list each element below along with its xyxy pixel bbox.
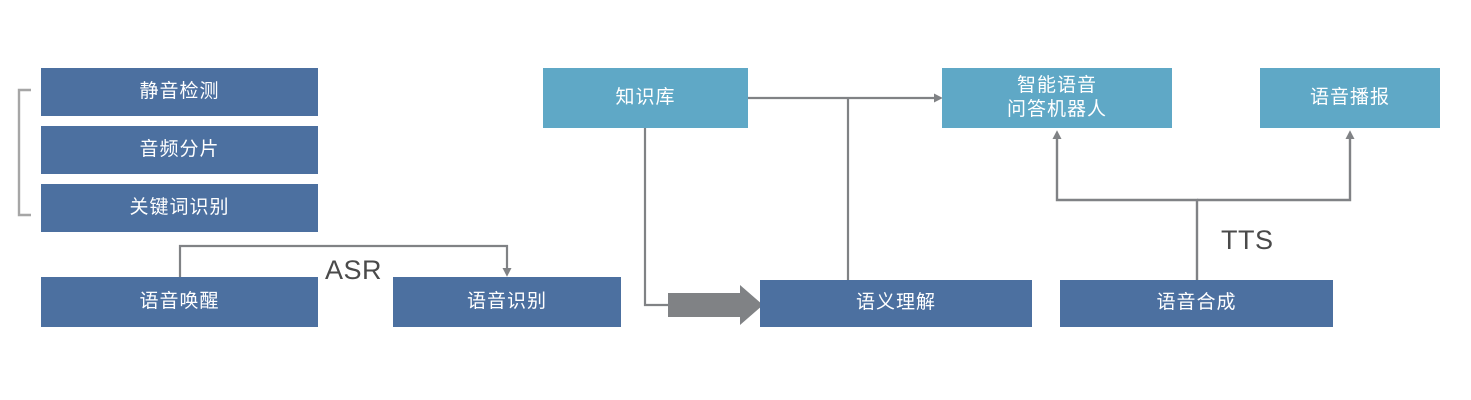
node-label: 关键词识别 [129,196,230,218]
node-qa-robot[interactable]: 智能语音 问答机器人 [942,68,1172,128]
node-voice-broadcast[interactable]: 语音播报 [1260,68,1440,128]
node-label: 语义理解 [855,292,936,314]
edge-speech-synthesis-to-qa-robot [1052,130,1199,280]
node-speech-recognition[interactable]: 语音识别 [393,277,621,327]
node-label: 语音识别 [466,290,547,312]
node-semantic-understanding[interactable]: 语义理解 [760,280,1032,327]
node-voice-wakeup[interactable]: 语音唤醒 [41,277,318,327]
node-audio-segmentation[interactable]: 音频分片 [41,126,318,174]
node-label: 语音唤醒 [139,290,220,312]
edge-label-tts: TTS [1221,225,1274,255]
node-knowledge-base[interactable]: 知识库 [543,68,748,128]
node-label: 智能语音 问答机器人 [1006,74,1107,120]
edge-knowledge-base-to-semantic-understanding-stem [643,128,672,307]
node-label: 知识库 [615,86,676,108]
node-label: 音频分片 [139,138,220,160]
node-speech-synthesis[interactable]: 语音合成 [1060,280,1333,327]
node-keyword-spotting[interactable]: 关键词识别 [41,184,318,232]
block-arrow-to-semantic-understanding [668,285,763,325]
node-silence-detection[interactable]: 静音检测 [41,68,318,116]
edge-label-asr: ASR [325,255,383,285]
wakeup-stage-bracket [17,88,31,217]
node-label: 语音合成 [1156,292,1237,314]
node-label: 语音播报 [1309,86,1390,108]
edge-speech-synthesis-to-voice-broadcast [1197,130,1355,202]
node-label: 静音检测 [139,80,220,102]
